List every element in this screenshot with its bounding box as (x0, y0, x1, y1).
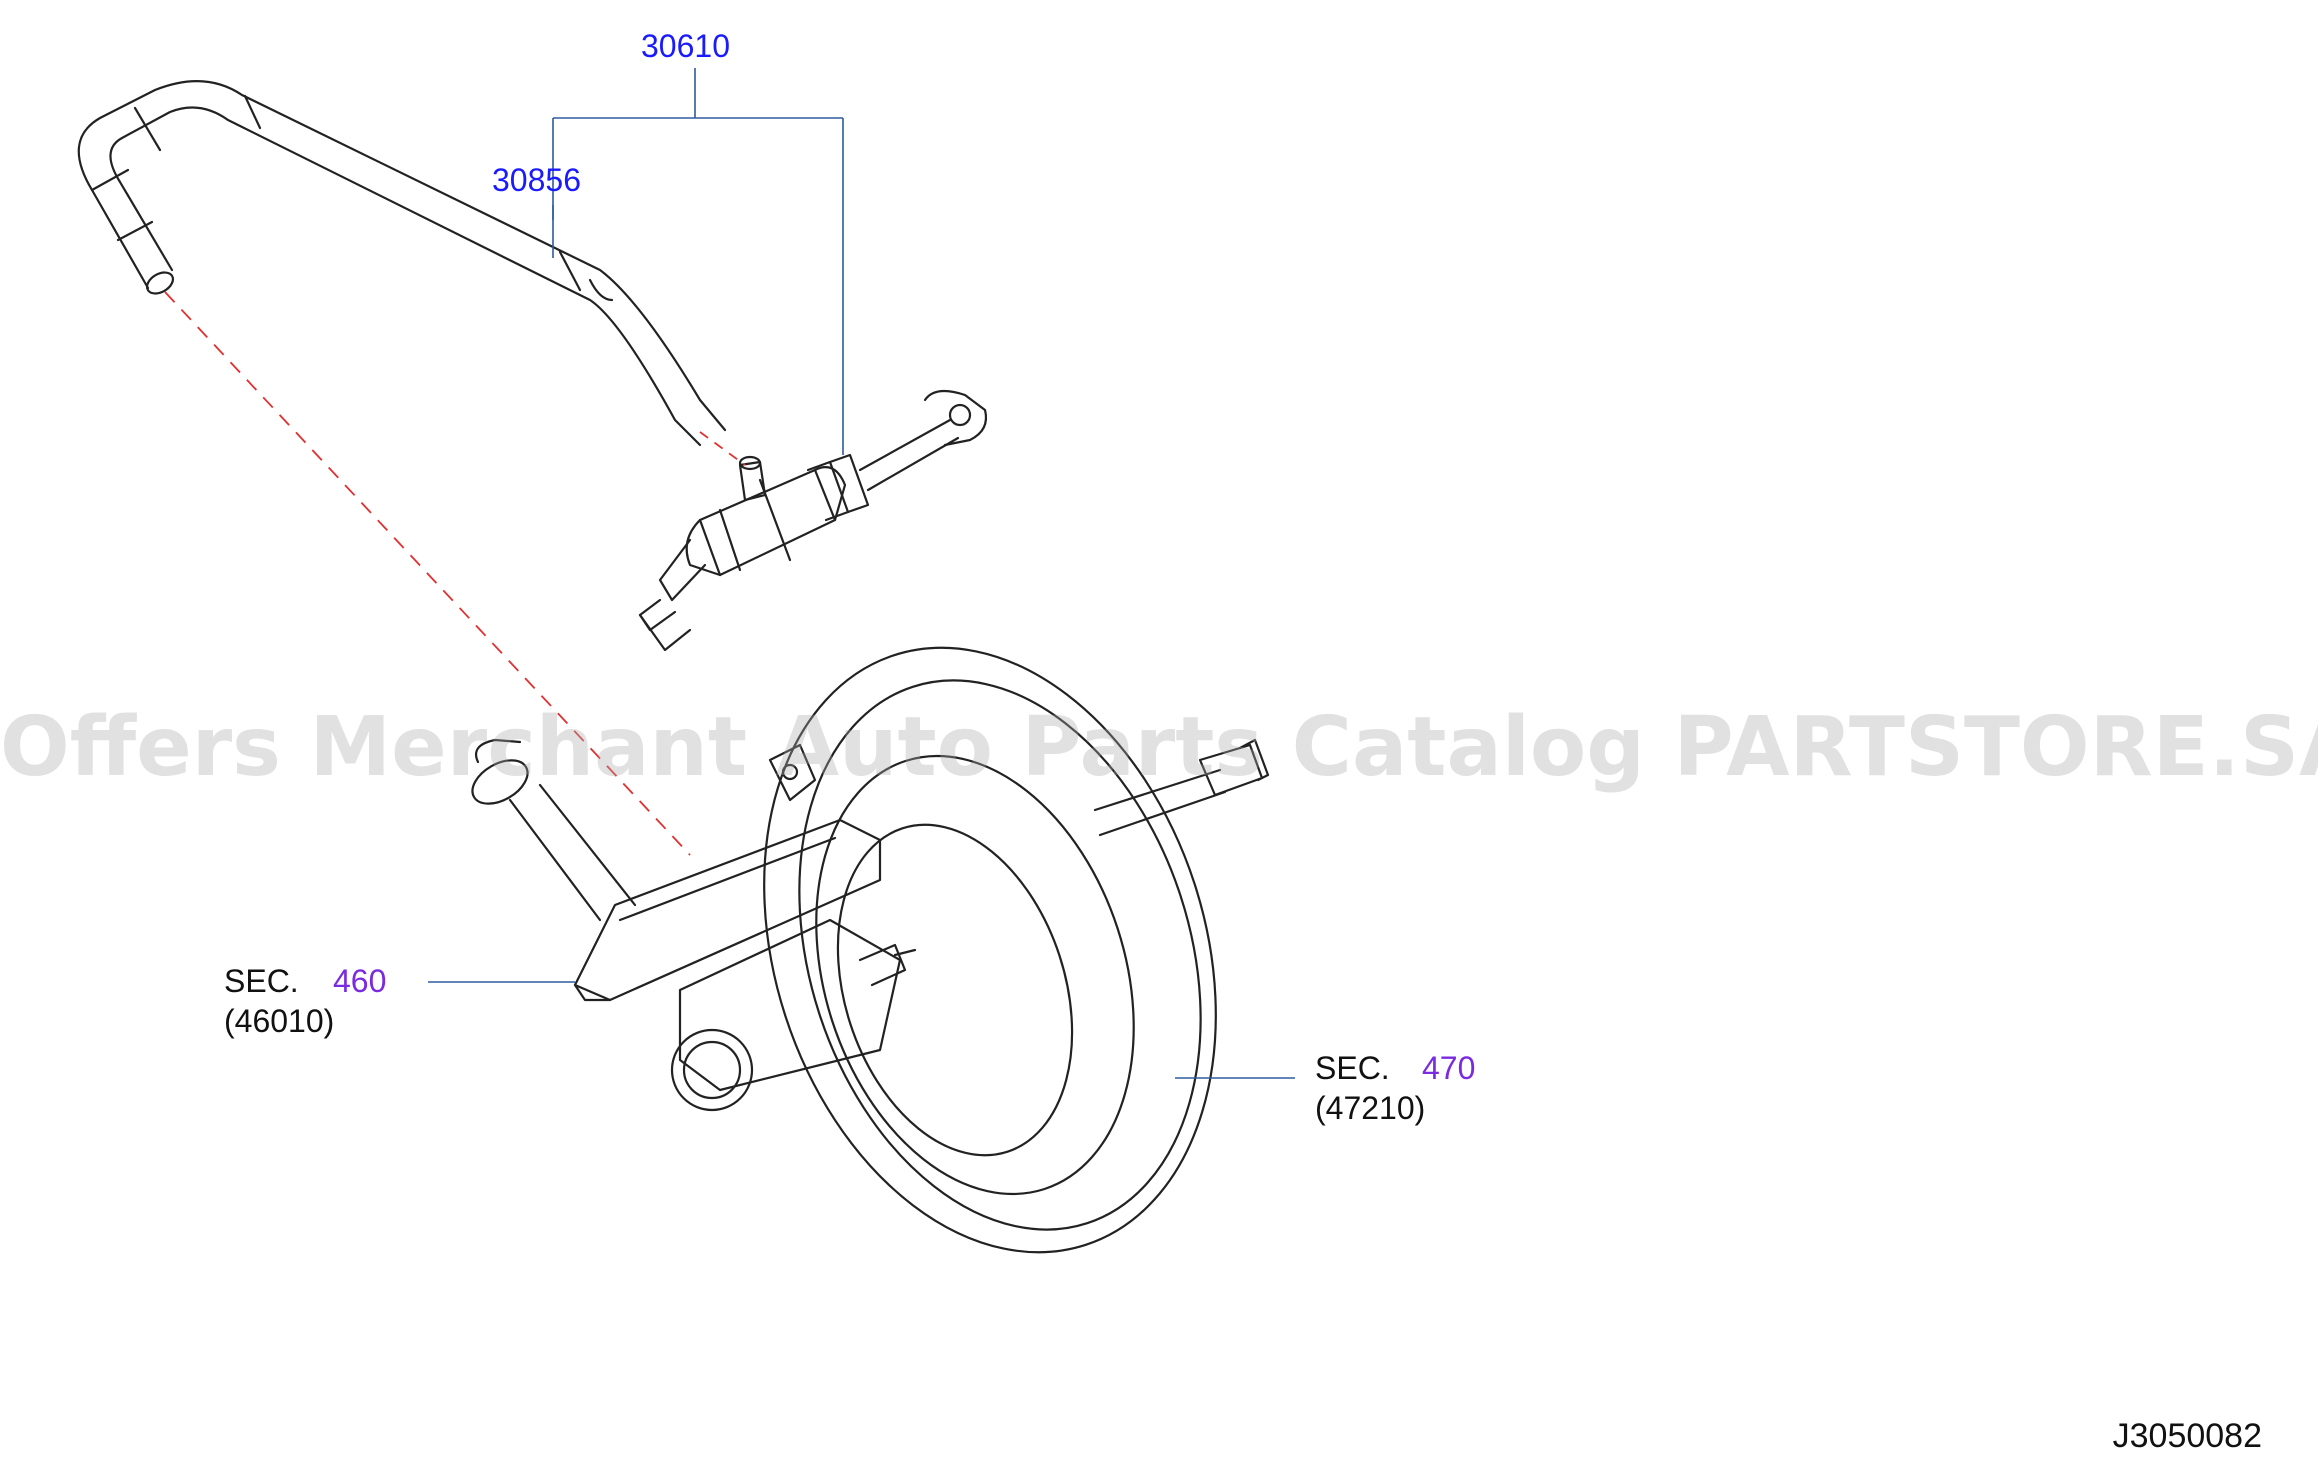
brake-master-cylinder (471, 738, 917, 1112)
part-number-30610[interactable]: 30610 (641, 28, 730, 64)
sec-470-subcode: (47210) (1315, 1090, 1426, 1126)
clutch-master-cylinder (638, 389, 988, 652)
brake-booster (763, 646, 1270, 1254)
sec-470-prefix: SEC. (1315, 1050, 1390, 1086)
part-number-30856[interactable]: 30856 (492, 162, 581, 198)
sec-460-link[interactable]: 460 (333, 963, 387, 999)
reservoir-hose (77, 80, 727, 447)
sec-460-subcode: (46010) (224, 1003, 335, 1039)
connection-guide-line-2 (699, 431, 746, 466)
leader-30610 (552, 68, 844, 455)
sec-470-link[interactable]: 470 (1422, 1050, 1476, 1086)
sec-460-prefix: SEC. (224, 963, 299, 999)
connection-guide-line (164, 291, 691, 856)
diagram-reference-code: J3050082 (2112, 1417, 2262, 1455)
